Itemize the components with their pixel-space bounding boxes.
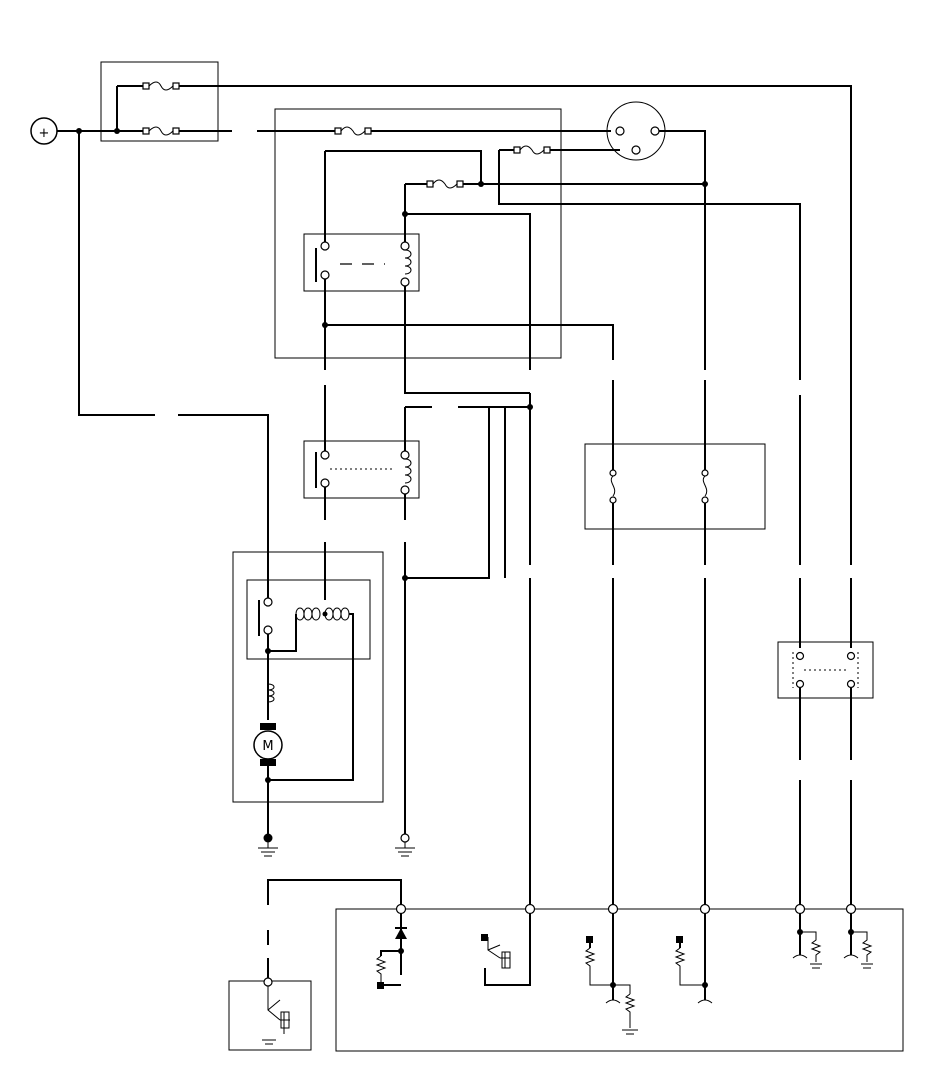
relay-2: [303, 440, 420, 520]
positive-sign: +: [39, 126, 50, 141]
battery-positive-symbol: +: [30, 117, 58, 145]
ignition-switch: [606, 101, 706, 370]
relay-fuse-box: [274, 108, 801, 380]
transistor-module: [228, 958, 312, 1051]
connector-block: [777, 641, 874, 760]
motor-label: M: [262, 739, 273, 754]
junction: [114, 128, 120, 134]
relay-1: [303, 233, 530, 394]
motor-assembly: M: [232, 551, 384, 835]
ground-symbol: [395, 833, 415, 857]
control-module: [335, 903, 904, 1052]
fusible-link-box: [584, 380, 766, 565]
ground-symbol: [258, 833, 278, 857]
